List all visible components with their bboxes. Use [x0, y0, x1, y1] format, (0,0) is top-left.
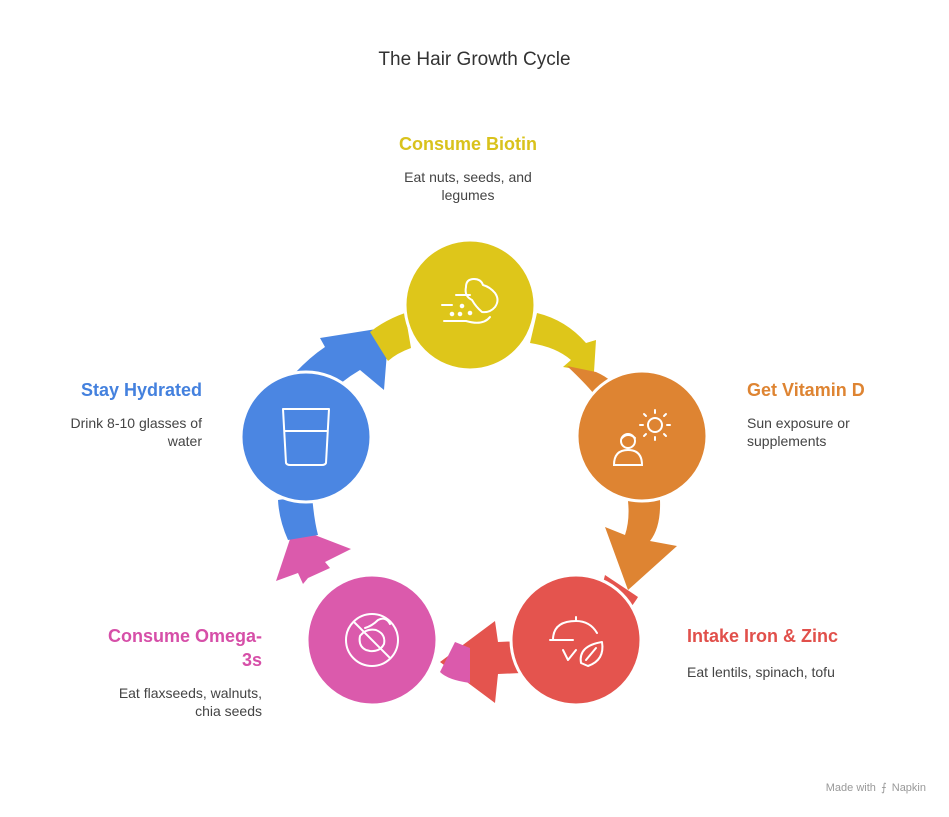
glass-icon: [282, 408, 330, 466]
watermark-brand: Napkin: [891, 782, 926, 794]
arrow-iron-to-omega: [440, 621, 521, 703]
step-biotin-desc-line2: legumes: [441, 187, 495, 203]
leaf-plate-icon: [549, 616, 604, 667]
step-biotin-description: Eat nuts, seeds, and legumes: [318, 168, 618, 204]
step-omega-title: Consume Omega- 3s: [62, 624, 262, 672]
step-vitamin-d-title: Get Vitamin D: [747, 380, 865, 400]
step-iron-zinc-title: Intake Iron & Zinc: [687, 626, 839, 646]
step-hydrated-node: [239, 370, 373, 504]
arrow-tail-biotin: [370, 313, 411, 361]
step-omega-desc-line2: chia seeds: [195, 703, 262, 719]
peanut-icon: [441, 278, 499, 324]
no-pill-icon: [345, 613, 399, 667]
watermark-prefix: Made with: [825, 782, 876, 794]
person-sun-icon: [612, 409, 671, 466]
arrow-vitamin-d-to-iron: [605, 500, 677, 590]
napkin-logo-icon: ⨍: [880, 782, 887, 794]
step-hydrated-desc-line2: water: [167, 433, 202, 449]
arrow-omega-to-hydrated: [276, 527, 351, 584]
step-vitamin-d-desc-line1: Sun exposure or: [747, 415, 850, 431]
step-iron-zinc-node: [509, 573, 643, 707]
step-vitamin-d-desc-line2: supplements: [747, 433, 827, 449]
diagram-title: The Hair Growth Cycle: [378, 49, 571, 70]
step-biotin-node: [403, 238, 537, 372]
made-with-napkin-watermark[interactable]: Made with ⨍ Napkin: [826, 781, 926, 794]
arrow-tail-omega: [440, 642, 470, 683]
step-omega-node: [305, 573, 439, 707]
step-hydrated-title: Stay Hydrated: [80, 380, 202, 400]
step-biotin-title: Consume Biotin: [399, 134, 537, 154]
step-vitamin-d-node: [575, 369, 709, 503]
step-hydrated-desc-line1: Drink 8-10 glasses of: [70, 415, 202, 431]
step-omega-desc-line1: Eat flaxseeds, walnuts,: [118, 685, 262, 701]
arrow-biotin-to-vitamin-d: [530, 313, 596, 372]
step-hydrated-description: Drink 8-10 glasses of water: [22, 414, 202, 450]
step-biotin-desc-line1: Eat nuts, seeds, and: [404, 169, 532, 185]
step-iron-zinc-description: Eat lentils, spinach, tofu: [687, 664, 835, 680]
step-vitamin-d-description: Sun exposure or supplements: [747, 414, 850, 450]
step-omega-title-line1: Consume Omega-: [107, 626, 262, 646]
arrow-tail-hydrated: [278, 495, 318, 540]
step-omega-description: Eat flaxseeds, walnuts, chia seeds: [62, 684, 262, 720]
step-omega-title-line2: 3s: [241, 650, 262, 670]
